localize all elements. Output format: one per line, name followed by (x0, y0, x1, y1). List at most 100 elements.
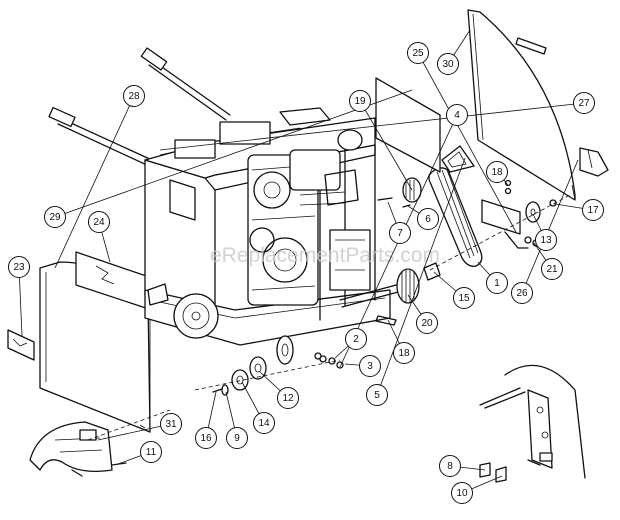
callout-label: 19 (354, 96, 366, 107)
callout-12: 12 (277, 387, 299, 409)
callout-23: 23 (8, 256, 30, 278)
callout-label: 23 (13, 262, 25, 273)
callout-label: 3 (367, 361, 373, 372)
drive-belt (428, 167, 483, 267)
callout-9: 9 (226, 427, 248, 449)
inset-detail (479, 364, 586, 479)
callout-label: 30 (442, 59, 454, 70)
callout-label: 18 (491, 167, 503, 178)
pulley-20 (396, 268, 420, 304)
callout-19: 19 (349, 90, 371, 112)
leader-19 (359, 100, 413, 191)
screw-6 (402, 204, 411, 208)
callout-label: 18 (398, 348, 410, 359)
callout-3: 3 (359, 355, 381, 377)
callout-18: 18 (486, 161, 508, 183)
leader-25 (417, 52, 517, 233)
plate-4 (441, 145, 475, 173)
leader-26 (521, 159, 579, 294)
hardware-18-upper (504, 179, 512, 195)
bolt-16 (212, 388, 223, 393)
leader-28 (54, 95, 135, 269)
callout-17: 17 (582, 199, 604, 221)
callout-label: 25 (412, 48, 424, 59)
callout-label: 5 (374, 390, 380, 401)
key-7 (377, 197, 393, 201)
callout-label: 12 (282, 393, 294, 404)
callout-label: 10 (456, 488, 468, 499)
callout-label: 6 (425, 214, 431, 225)
part-10 (495, 466, 507, 483)
callout-label: 15 (458, 293, 470, 304)
callout-6: 6 (417, 208, 439, 230)
engine (247, 129, 371, 306)
leader-23 (18, 266, 23, 337)
callout-4: 4 (446, 104, 468, 126)
callout-24: 24 (88, 211, 110, 233)
callout-label: 2 (353, 334, 359, 345)
leader-31 (97, 423, 172, 441)
callout-15: 15 (453, 287, 475, 309)
callout-10: 10 (451, 482, 473, 504)
callout-label: 8 (447, 461, 453, 472)
hub-15 (423, 262, 441, 281)
blade-guard-31 (29, 421, 113, 473)
callout-label: 27 (578, 98, 590, 109)
leader-27 (159, 102, 585, 151)
callout-label: 21 (546, 264, 558, 275)
callout-25: 25 (407, 42, 429, 64)
callout-26: 26 (511, 282, 533, 304)
hardware-17 (549, 199, 557, 207)
tensioner-bracket-26 (481, 199, 529, 249)
panel-25 (375, 77, 441, 173)
callout-label: 11 (146, 447, 157, 458)
callout-label: 17 (587, 205, 599, 216)
decal-23 (7, 329, 35, 361)
callout-label: 14 (258, 418, 270, 429)
callout-label: 29 (49, 212, 61, 223)
callout-28: 28 (123, 85, 145, 107)
callout-label: 28 (128, 91, 140, 102)
rear-wheel (276, 335, 294, 365)
callout-label: 31 (165, 419, 177, 430)
cover-30 (467, 9, 576, 201)
callout-label: 7 (397, 228, 403, 239)
callout-31: 31 (160, 413, 182, 435)
callout-label: 24 (93, 217, 105, 228)
callout-27: 27 (573, 92, 595, 114)
callout-label: 13 (540, 235, 552, 246)
callout-label: 16 (200, 433, 212, 444)
leader-5 (376, 157, 466, 396)
callout-5: 5 (366, 384, 388, 406)
callout-label: 26 (516, 288, 528, 299)
watermark: eReplacementParts.com (210, 244, 440, 267)
part-callouts: 1234567891011121314151617181819202123242… (8, 42, 604, 504)
callout-8: 8 (439, 455, 461, 477)
end-cap-27 (579, 147, 609, 177)
callout-label: 9 (234, 433, 240, 444)
pulley-14 (231, 369, 249, 391)
callout-30: 30 (437, 53, 459, 75)
callout-2: 2 (345, 328, 367, 350)
leader-29 (54, 89, 413, 218)
callout-7: 7 (389, 222, 411, 244)
washer-9 (221, 384, 229, 396)
callout-11: 11 (140, 441, 162, 463)
callout-21: 21 (541, 258, 563, 280)
callout-16: 16 (195, 427, 217, 449)
hardware-2-3-5 (314, 352, 344, 369)
callout-13: 13 (535, 229, 557, 251)
callout-label: 1 (494, 278, 500, 289)
callout-29: 29 (44, 206, 66, 228)
callout-label: 20 (421, 318, 433, 329)
callout-20: 20 (416, 312, 438, 334)
callout-18: 18 (393, 342, 415, 364)
callout-label: 4 (454, 110, 460, 121)
assembly-lines (87, 194, 571, 441)
bracket-18-lower (375, 315, 397, 326)
callout-1: 1 (486, 272, 508, 294)
callout-14: 14 (253, 412, 275, 434)
front-wheel (173, 293, 219, 339)
